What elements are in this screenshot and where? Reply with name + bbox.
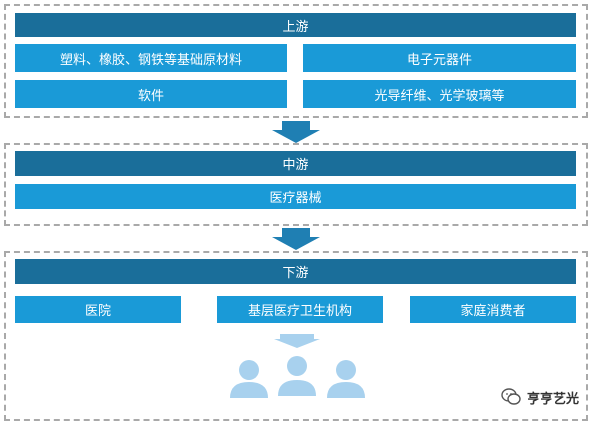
people-group-icon <box>230 334 365 398</box>
wechat-logo-icon <box>501 388 521 405</box>
watermark: 亨亨艺光 <box>501 387 579 407</box>
downstream-item-household-consumers: 家庭消费者 <box>410 296 576 323</box>
midstream-item-medical-devices: 医疗器械 <box>15 184 576 209</box>
upstream-title: 上游 <box>15 13 576 37</box>
midstream-title: 中游 <box>15 151 576 176</box>
downstream-item-hospital: 医院 <box>15 296 181 323</box>
downstream-item-primary-care: 基层医疗卫生机构 <box>217 296 383 323</box>
upstream-item-optical-materials: 光导纤维、光学玻璃等 <box>303 80 576 108</box>
arrow-down-icon <box>272 228 320 250</box>
upstream-item-raw-materials: 塑料、橡胶、钢铁等基础原材料 <box>15 44 287 72</box>
watermark-text: 亨亨艺光 <box>526 391 579 407</box>
upstream-item-electronic-components: 电子元器件 <box>303 44 576 72</box>
arrow-down-icon <box>272 121 320 143</box>
downstream-title: 下游 <box>15 259 576 284</box>
upstream-item-software: 软件 <box>15 80 287 108</box>
